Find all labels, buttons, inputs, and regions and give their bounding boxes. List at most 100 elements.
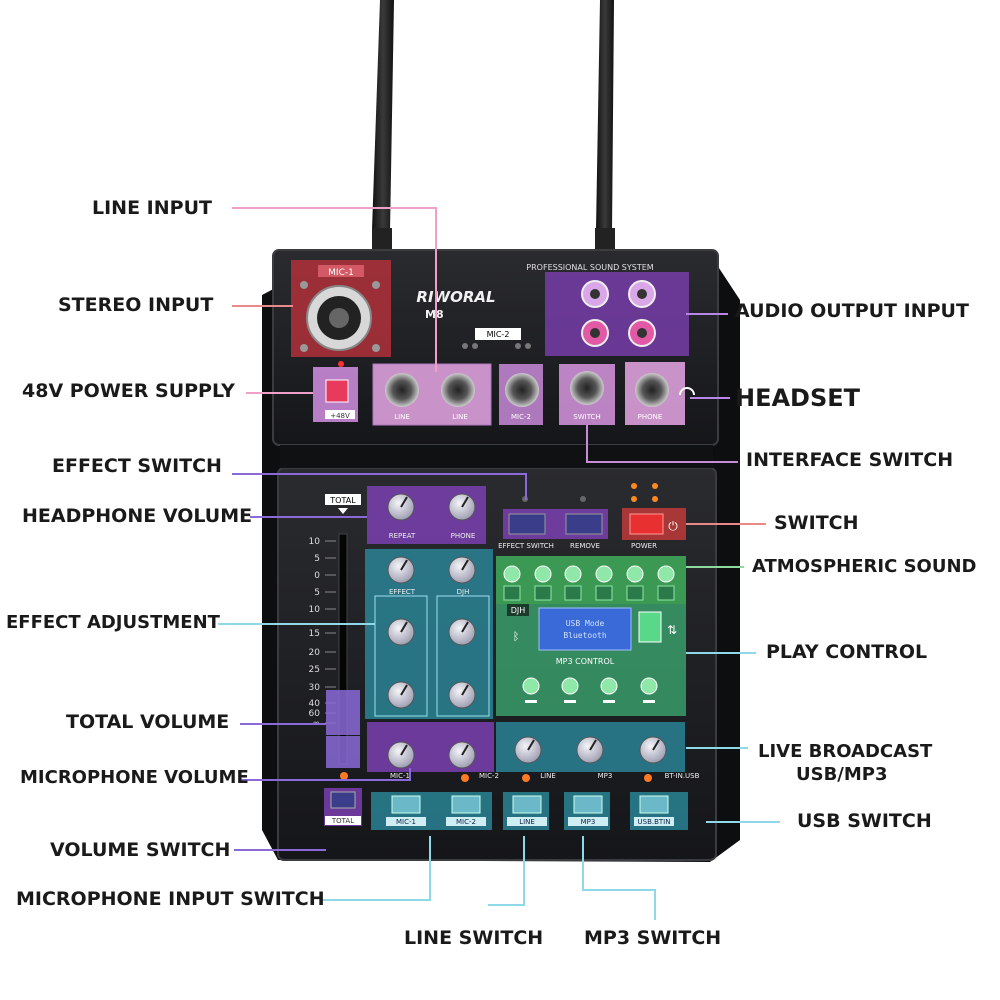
jack-label-phone: PHONE bbox=[638, 413, 663, 421]
bass-knob-left[interactable] bbox=[387, 681, 415, 709]
btin-usb-volume-knob[interactable] bbox=[639, 736, 667, 764]
mic1-top-label: MIC-1 bbox=[328, 268, 354, 278]
knob-label-djh: DJH bbox=[457, 588, 470, 596]
fader-scale-label: 40 bbox=[309, 699, 321, 709]
fader-scale-label: 30 bbox=[309, 683, 321, 693]
atmosphere-icon-5 bbox=[626, 585, 644, 601]
mic1-volume-knob[interactable] bbox=[387, 741, 415, 769]
power-label: POWER bbox=[631, 542, 657, 550]
power48v-zone: +48V bbox=[313, 361, 358, 422]
atmosphere-icon-4 bbox=[595, 585, 613, 601]
prev-button-icon bbox=[525, 700, 537, 703]
atmosphere-button-4[interactable] bbox=[595, 565, 613, 583]
atmosphere-button-2[interactable] bbox=[534, 565, 552, 583]
repeat-knob[interactable] bbox=[387, 493, 415, 521]
callout-switch: SWITCH bbox=[774, 512, 859, 534]
callout-headset: HEADSET bbox=[735, 384, 861, 412]
jack-label-line-1: LINE bbox=[394, 413, 410, 421]
mid-knob-right[interactable] bbox=[448, 618, 476, 646]
phone-knob[interactable] bbox=[448, 493, 476, 521]
atmosphere-button-3[interactable] bbox=[564, 565, 582, 583]
play-buttons bbox=[522, 677, 658, 703]
fader-label: TOTAL bbox=[329, 496, 356, 505]
knob-label-mp3: MP3 bbox=[598, 772, 613, 780]
play-pause-button[interactable] bbox=[600, 677, 618, 695]
48v-button[interactable] bbox=[325, 379, 349, 403]
fader-scale-label: 25 bbox=[309, 665, 320, 675]
djh-knob[interactable] bbox=[448, 556, 476, 584]
usb-btin-switch[interactable] bbox=[639, 795, 669, 814]
callout-effect-adjustment: EFFECT ADJUSTMENT bbox=[6, 612, 220, 633]
line-jack-1[interactable] bbox=[385, 373, 419, 407]
atmosphere-icon-1 bbox=[503, 585, 521, 601]
mp3-title: MP3 CONTROL bbox=[556, 657, 615, 666]
total-fader-handle[interactable] bbox=[326, 690, 360, 735]
callout-mp3-switch: MP3 SWITCH bbox=[584, 927, 722, 949]
line-volume-knob[interactable] bbox=[514, 736, 542, 764]
antenna-left bbox=[372, 0, 394, 254]
callout-usb-switch: USB SWITCH bbox=[797, 810, 932, 832]
callout-live-broadcast: LIVE BROADCAST bbox=[758, 741, 933, 762]
knob-label-mic2: MIC-2 bbox=[479, 772, 499, 780]
atmosphere-icon-3 bbox=[564, 585, 582, 601]
total-switch-label: TOTAL bbox=[331, 817, 354, 825]
mic1-switch[interactable] bbox=[391, 795, 421, 814]
repeat-button-icon bbox=[643, 700, 655, 703]
callout-atmospheric-sound: ATMOSPHERIC SOUND bbox=[752, 556, 977, 577]
usb-btin-switch-label: USB.BTIN bbox=[638, 818, 671, 826]
knob-label-effect: EFFECT bbox=[389, 588, 416, 596]
atmosphere-button-6[interactable] bbox=[657, 565, 675, 583]
fader-scale-label: 5 bbox=[314, 588, 320, 598]
mp3-display bbox=[538, 607, 632, 651]
effect-buttons: EFFECT SWITCH REMOVE ⏻ POWER bbox=[498, 508, 686, 550]
mp3-screen-line2: Bluetooth bbox=[563, 631, 607, 640]
switch-jack[interactable] bbox=[570, 371, 604, 405]
usb-port[interactable] bbox=[638, 611, 662, 643]
djh-badge: DJH bbox=[511, 606, 526, 615]
prev-button[interactable] bbox=[522, 677, 540, 695]
fader-scale-label: 60 bbox=[309, 709, 321, 719]
atmosphere-button-5[interactable] bbox=[626, 565, 644, 583]
knobs bbox=[387, 493, 667, 769]
mp3-volume-knob[interactable] bbox=[576, 736, 604, 764]
mid-knob-left[interactable] bbox=[387, 618, 415, 646]
atmosphere-button-1[interactable] bbox=[503, 565, 521, 583]
mic1-zone: MIC-1 bbox=[291, 260, 391, 357]
line-switch-label-bg bbox=[507, 817, 547, 826]
power-button[interactable] bbox=[629, 513, 664, 535]
mic2-switch[interactable] bbox=[451, 795, 481, 814]
next-button-icon bbox=[564, 700, 576, 703]
callout-headphone-volume: HEADPHONE VOLUME bbox=[22, 505, 253, 527]
remove-button[interactable] bbox=[565, 513, 603, 535]
atmosphere-buttons bbox=[503, 565, 675, 601]
48v-label: +48V bbox=[330, 412, 350, 420]
bass-knob-right[interactable] bbox=[448, 681, 476, 709]
bluetooth-icon: ᛒ bbox=[513, 630, 520, 643]
total-switch-button[interactable] bbox=[330, 791, 356, 809]
mic2-switch-label-bg bbox=[446, 817, 486, 826]
atmosphere-icon-2 bbox=[534, 585, 552, 601]
knob-labels: REPEAT PHONE EFFECT DJH MIC-1 MIC-2 LINE… bbox=[389, 532, 700, 780]
knob-label-phone: PHONE bbox=[451, 532, 476, 540]
effect-knob[interactable] bbox=[387, 556, 415, 584]
fader-scale-label: 20 bbox=[309, 648, 321, 658]
callout-effect-switch: EFFECT SWITCH bbox=[52, 455, 222, 477]
mic2-jack[interactable] bbox=[505, 373, 539, 407]
fader-scale-label: 0 bbox=[314, 571, 320, 581]
phone-jack[interactable] bbox=[635, 373, 669, 407]
mp3-switch[interactable] bbox=[573, 795, 603, 814]
jack-label-mic2: MIC-2 bbox=[511, 413, 531, 421]
usb-icon: ⇅ bbox=[667, 623, 677, 637]
line-jack-2[interactable] bbox=[441, 373, 475, 407]
mic2-freq-label: MIC-2 bbox=[487, 330, 510, 339]
next-button[interactable] bbox=[561, 677, 579, 695]
line-switch[interactable] bbox=[512, 795, 542, 814]
jack-label-line-2: LINE bbox=[452, 413, 468, 421]
headphone-icon bbox=[679, 387, 695, 396]
mic2-volume-knob[interactable] bbox=[448, 741, 476, 769]
effect-switch-button[interactable] bbox=[508, 513, 546, 535]
antenna-right bbox=[595, 0, 615, 254]
repeat-button[interactable] bbox=[640, 677, 658, 695]
